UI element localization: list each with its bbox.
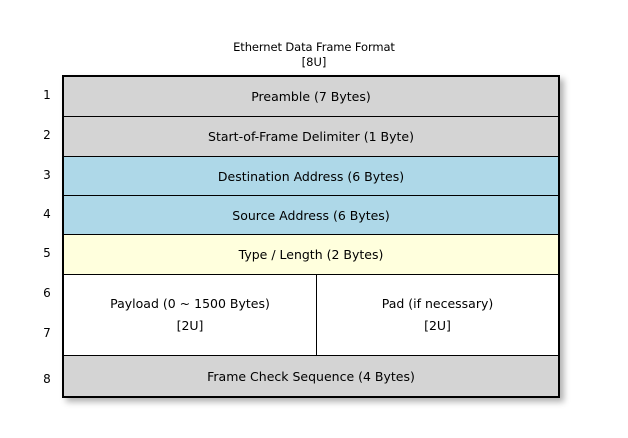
page-title-tag: [8U] bbox=[301, 55, 327, 69]
frame-field-pad-label: Pad (if necessary) bbox=[381, 296, 494, 311]
frame-field-pad-tag: [2U] bbox=[424, 318, 451, 333]
row-number-3: 3 bbox=[43, 168, 51, 182]
row-number-2: 2 bbox=[43, 128, 51, 142]
frame-field-payload-tag: [2U] bbox=[176, 318, 204, 333]
payload-pad-split: Payload (0 ~ 1500 Bytes) [2U] Pad (if ne… bbox=[64, 275, 558, 355]
frame-field-payload-label: Payload (0 ~ 1500 Bytes) bbox=[110, 296, 270, 311]
frame-field-start-of-frame-delimiter: Start-of-Frame Delimiter (1 Byte) bbox=[64, 117, 558, 157]
frame-field-destination-address-label: Destination Address (6 Bytes) bbox=[217, 168, 405, 184]
diagram-title-block: Ethernet Data Frame Format [8U] bbox=[0, 40, 628, 70]
frame-field-source-address-label: Source Address (6 Bytes) bbox=[232, 207, 390, 223]
frame-field-type-length: Type / Length (2 Bytes) bbox=[64, 235, 558, 275]
frame-field-payload-pad-row: Payload (0 ~ 1500 Bytes) [2U] Pad (if ne… bbox=[64, 275, 558, 356]
row-number-1: 1 bbox=[43, 88, 51, 102]
ethernet-frame-table: Preamble (7 Bytes) Start-of-Frame Delimi… bbox=[62, 75, 560, 398]
frame-field-source-address: Source Address (6 Bytes) bbox=[64, 196, 558, 235]
row-number-6: 6 bbox=[43, 286, 51, 300]
row-number-7: 7 bbox=[43, 326, 51, 340]
row-number-4: 4 bbox=[43, 207, 51, 221]
frame-field-pad: Pad (if necessary) [2U] bbox=[317, 275, 558, 355]
frame-field-destination-address: Destination Address (6 Bytes) bbox=[64, 157, 558, 196]
row-number-8: 8 bbox=[43, 372, 51, 386]
frame-field-preamble: Preamble (7 Bytes) bbox=[64, 77, 558, 117]
frame-field-start-of-frame-delimiter-label: Start-of-Frame Delimiter (1 Byte) bbox=[208, 129, 414, 144]
frame-field-type-length-label: Type / Length (2 Bytes) bbox=[238, 247, 384, 262]
frame-field-frame-check-sequence: Frame Check Sequence (4 Bytes) bbox=[64, 356, 558, 396]
page-title: Ethernet Data Frame Format bbox=[233, 40, 395, 54]
frame-field-preamble-label: Preamble (7 Bytes) bbox=[251, 89, 371, 104]
row-number-gutter: 1 2 3 4 5 6 7 8 bbox=[36, 75, 58, 400]
row-number-5: 5 bbox=[43, 246, 51, 260]
frame-field-frame-check-sequence-label: Frame Check Sequence (4 Bytes) bbox=[207, 368, 415, 384]
frame-field-payload: Payload (0 ~ 1500 Bytes) [2U] bbox=[64, 275, 317, 355]
